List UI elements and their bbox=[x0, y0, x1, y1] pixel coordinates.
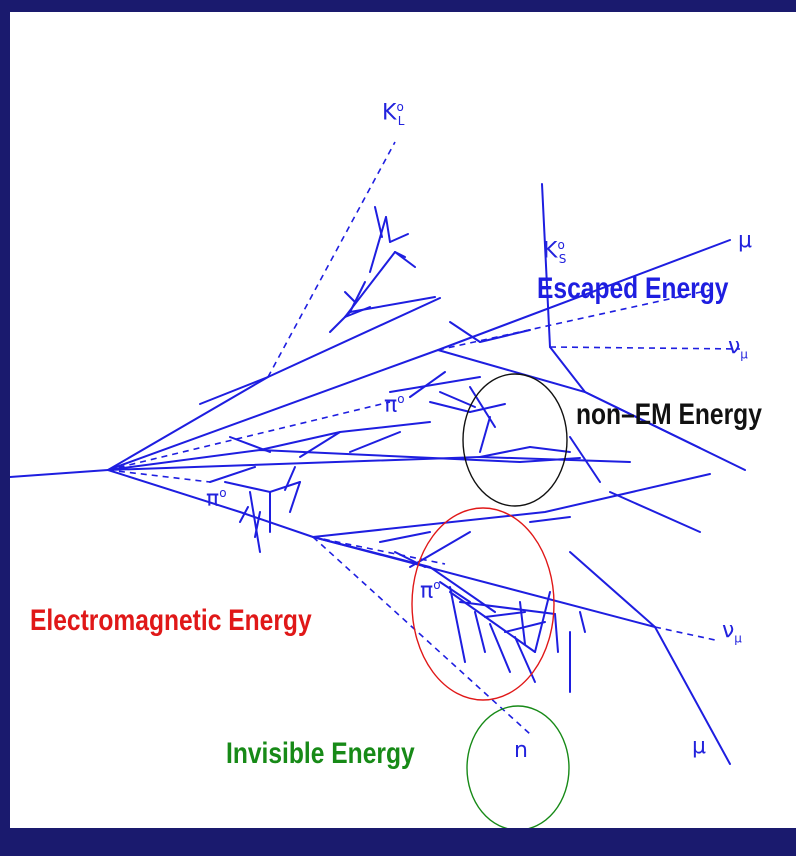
electromagnetic-energy-circle bbox=[411, 507, 555, 701]
invisible-energy-label: Invisible Energy bbox=[226, 737, 415, 770]
neutron-label: n bbox=[514, 738, 528, 763]
pion-left-label: πo bbox=[206, 486, 227, 512]
neutrino-track-top bbox=[549, 346, 741, 350]
muon-top-label: μ bbox=[738, 228, 752, 253]
muon-bottom-label: μ bbox=[692, 734, 706, 759]
incoming-hadron-track bbox=[10, 469, 109, 478]
solid-tracks bbox=[10, 183, 746, 765]
escaped-energy-label: Escaped Energy bbox=[537, 272, 729, 305]
invisible-energy-circle bbox=[466, 705, 570, 828]
dashed-tracks bbox=[107, 141, 741, 735]
pion-center-label: πo bbox=[420, 578, 441, 604]
neutrino-top-label: νμ bbox=[728, 334, 748, 362]
k-short-label: KoS bbox=[543, 238, 567, 266]
energy-circles bbox=[411, 373, 570, 828]
electromagnetic-energy-label: Electromagnetic Energy bbox=[30, 604, 312, 637]
non-em-energy-circle bbox=[462, 373, 568, 507]
non-em-energy-label: non–EM Energy bbox=[576, 398, 762, 431]
k-long-label: KoL bbox=[382, 100, 405, 128]
neutrino-bottom-label: νμ bbox=[722, 618, 742, 646]
upper-branch-track bbox=[107, 297, 441, 471]
k-long-track bbox=[267, 141, 396, 378]
slide-bottom-bar bbox=[0, 828, 796, 856]
hadron-shower-diagram bbox=[10, 141, 746, 828]
neutron-track bbox=[312, 536, 531, 735]
diagram-panel: KoL KoS μ νμ πo πo πo νμ μ n Escaped Ene… bbox=[10, 12, 796, 828]
neutrino-track-bottom bbox=[654, 626, 716, 641]
pion-upper-label: πo bbox=[384, 392, 405, 418]
